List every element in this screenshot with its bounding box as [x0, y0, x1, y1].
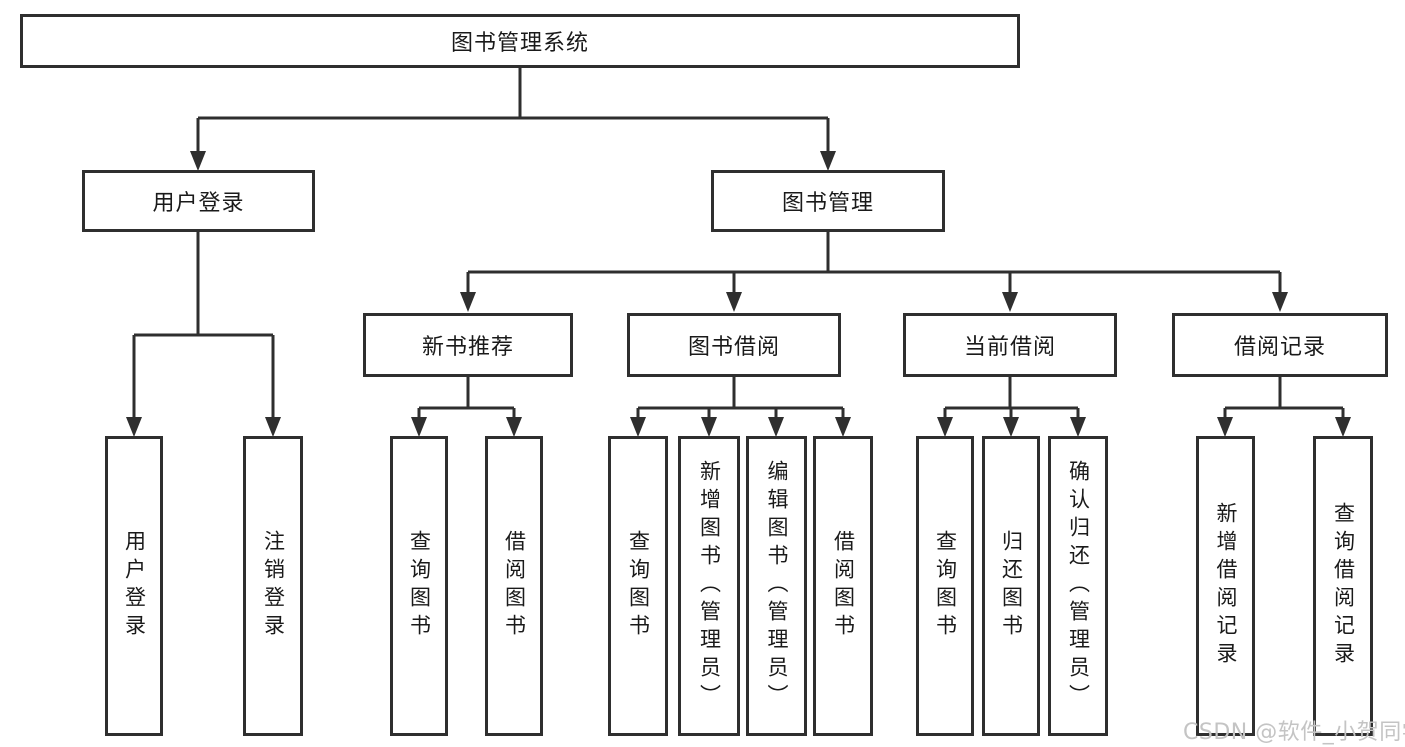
node-root: 图书管理系统 [20, 14, 1020, 68]
leaf-return-book: 归还图书 [982, 436, 1040, 736]
csdn-watermark: CSDN @软件_小贺同学 [1183, 720, 1405, 745]
arrowheads [126, 151, 1351, 437]
leaf-query-books-borrow: 查询图书 [608, 436, 668, 736]
leaf-edit-book-admin-label: 编辑图书（管理员） [765, 460, 789, 712]
leaf-add-borrow-record-label: 新增借阅记录 [1214, 502, 1238, 670]
leaf-query-borrow-record: 查询借阅记录 [1313, 436, 1373, 736]
node-book-management-label: 图书管理 [781, 191, 874, 216]
leaf-edit-book-admin: 编辑图书（管理员） [746, 436, 807, 736]
leaf-confirm-return-admin-label: 确认归还（管理员） [1066, 460, 1091, 712]
node-new-book-recommend: 新书推荐 [363, 313, 573, 377]
node-book-borrow: 图书借阅 [627, 313, 841, 377]
leaf-return-book-label: 归还图书 [999, 530, 1024, 642]
node-root-label: 图书管理系统 [450, 31, 589, 56]
leaf-borrow-books-recommend: 借阅图书 [485, 436, 543, 736]
leaf-confirm-return-admin: 确认归还（管理员） [1048, 436, 1108, 736]
leaf-add-book-admin-label: 新增图书（管理员） [697, 460, 722, 712]
leaf-borrow-books-borrow-label: 借阅图书 [831, 530, 856, 642]
node-user-login-label: 用户登录 [152, 191, 245, 216]
leaf-borrow-books-borrow: 借阅图书 [813, 436, 873, 736]
node-borrow-records-label: 借阅记录 [1233, 335, 1326, 360]
leaf-query-borrow-record-label: 查询借阅记录 [1331, 502, 1356, 670]
node-book-management: 图书管理 [711, 170, 945, 232]
leaf-user-login: 用户登录 [105, 436, 163, 736]
leaf-add-book-admin: 新增图书（管理员） [678, 436, 740, 736]
leaf-logout: 注销登录 [243, 436, 303, 736]
node-user-login: 用户登录 [82, 170, 315, 232]
node-current-borrow-label: 当前借阅 [963, 335, 1056, 360]
leaf-query-books-current-label: 查询图书 [933, 530, 958, 642]
leaf-add-borrow-record: 新增借阅记录 [1196, 436, 1255, 736]
leaf-logout-label: 注销登录 [261, 530, 286, 642]
node-borrow-records: 借阅记录 [1172, 313, 1388, 377]
leaf-query-books-current: 查询图书 [916, 436, 974, 736]
node-new-book-recommend-label: 新书推荐 [421, 335, 514, 360]
leaf-query-books-borrow-label: 查询图书 [626, 530, 651, 642]
leaf-query-books-recommend-label: 查询图书 [407, 530, 432, 642]
leaf-borrow-books-recommend-label: 借阅图书 [502, 530, 527, 642]
node-book-borrow-label: 图书借阅 [687, 335, 780, 360]
leaf-user-login-label: 用户登录 [122, 530, 147, 642]
node-current-borrow: 当前借阅 [903, 313, 1117, 377]
leaf-query-books-recommend: 查询图书 [390, 436, 448, 736]
